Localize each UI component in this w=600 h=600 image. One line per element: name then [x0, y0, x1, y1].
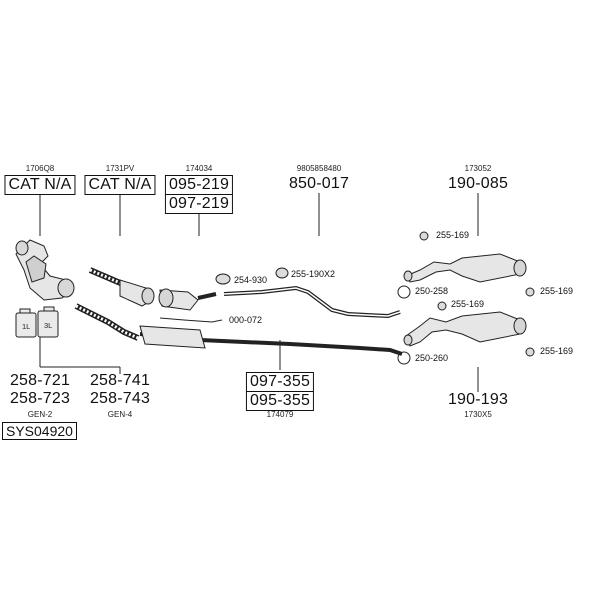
part-850-017[interactable]: 850-017 — [288, 175, 350, 192]
ref-9805858480: 9805858480 — [296, 164, 342, 173]
system-code: SYS04920 — [2, 422, 77, 440]
ref-1706q8: 1706Q8 — [25, 164, 55, 173]
part-095-219[interactable]: 095-219 — [164, 175, 234, 195]
flex-pipe-drawing — [74, 303, 140, 341]
part-cat-2[interactable]: CAT N/A — [84, 175, 156, 195]
part-190-085[interactable]: 190-085 — [447, 175, 509, 192]
code-1730x5: 1730X5 — [464, 410, 492, 419]
middle-silencer-drawing — [139, 325, 206, 349]
part-258-741[interactable]: 258-741 — [89, 372, 151, 389]
hardware-drawings — [159, 231, 535, 365]
part-250-258[interactable]: 250-258 — [415, 286, 449, 296]
part-250-260[interactable]: 250-260 — [415, 353, 449, 363]
part-258-723[interactable]: 258-723 — [9, 390, 71, 407]
catalyst-3-drawing — [158, 288, 217, 311]
part-095-355[interactable]: 095-355 — [245, 391, 315, 411]
rear-silencer-2-drawing — [403, 311, 527, 347]
bottle-drawings — [15, 306, 59, 338]
part-258-743[interactable]: 258-743 — [89, 390, 151, 407]
part-255-169-d[interactable]: 255-169 — [540, 346, 574, 356]
ref-174034: 174034 — [185, 164, 213, 173]
part-cat-1[interactable]: CAT N/A — [4, 175, 76, 195]
intermediate-pipe-drawing — [223, 285, 401, 319]
gen-4-label: GEN-4 — [107, 410, 133, 419]
rear-silencer-1-drawing — [403, 253, 527, 283]
part-255-190x2[interactable]: 255-190X2 — [291, 269, 336, 279]
part-190-193[interactable]: 190-193 — [447, 391, 509, 408]
part-097-355[interactable]: 097-355 — [245, 372, 315, 392]
part-097-219[interactable]: 097-219 — [164, 194, 234, 214]
part-254-930[interactable]: 254-930 — [234, 275, 268, 285]
part-255-169-b[interactable]: 255-169 — [451, 299, 485, 309]
gen-2-label: GEN-2 — [27, 410, 53, 419]
bottle-label-2: 3L — [44, 321, 53, 330]
ref-1731pv: 1731PV — [105, 164, 135, 173]
catalyst-2-drawing — [88, 267, 155, 307]
ref-173052: 173052 — [464, 164, 492, 173]
part-255-169-a[interactable]: 255-169 — [436, 230, 470, 240]
bottle-label-1: 1L — [22, 322, 31, 331]
part-255-169-c[interactable]: 255-169 — [540, 286, 574, 296]
part-000-072[interactable]: 000-072 — [229, 315, 263, 325]
code-174079: 174079 — [266, 410, 294, 419]
part-258-721[interactable]: 258-721 — [9, 372, 71, 389]
catalyst-1-drawing — [15, 239, 75, 301]
